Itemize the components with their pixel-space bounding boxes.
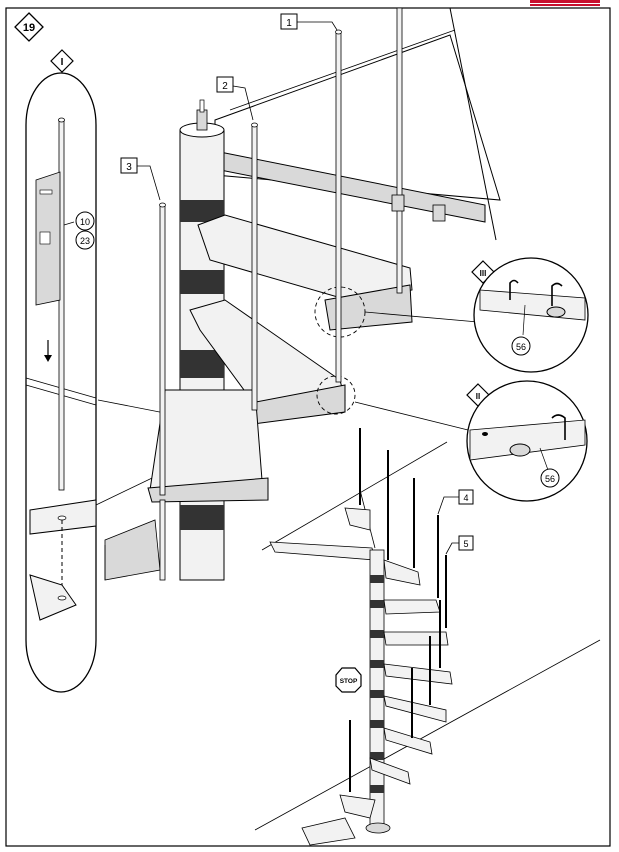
detail-III-panel: III 56 [471, 257, 589, 373]
detail-II-panel: II 56 [466, 380, 588, 502]
brand-stripe [530, 0, 600, 6]
callout-3: 3 [126, 162, 132, 173]
callout-56-III: 56 [516, 342, 526, 352]
detail-I-panel: I 10 23 [25, 49, 97, 693]
detail-I-label: I [61, 57, 64, 68]
stop-sign: STOP [340, 678, 358, 685]
detail-II-label: II [476, 392, 480, 401]
callout-56-II: 56 [545, 474, 555, 484]
main-stair-illustration: 1 2 3 [95, 7, 501, 581]
step-number: 19 [23, 22, 35, 34]
callout-23: 23 [80, 236, 90, 246]
detail-III-label: III [480, 269, 487, 278]
step-badge: 19 [14, 12, 44, 42]
page-frame [5, 7, 611, 847]
callout-4: 4 [463, 493, 468, 503]
callout-10: 10 [80, 217, 90, 227]
callout-5: 5 [463, 539, 468, 549]
callout-1: 1 [286, 18, 292, 29]
full-stair-overview: 4 5 STOP [254, 428, 601, 846]
callout-2: 2 [222, 81, 228, 92]
